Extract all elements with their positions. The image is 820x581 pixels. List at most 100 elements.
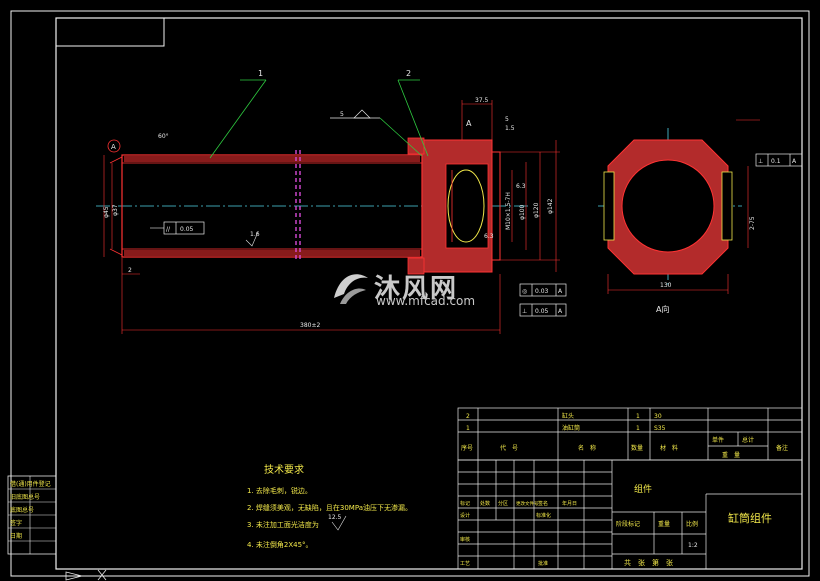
bom-header: 总计 [742,436,754,444]
roughness-symbol [245,231,259,247]
bom-name: 油缸筒 [562,424,580,432]
svg-text:0.05: 0.05 [180,226,194,233]
tech-roughness-symbol [331,515,347,531]
tolerance-frame-parallel: // 0.05 [150,221,205,235]
dim-length-total: 380±2 [300,322,320,329]
bom-header: 名 称 [578,444,596,452]
sig-col: 处数 [480,500,490,507]
bom-table [457,407,803,461]
view-a-bottom-label: A向 [656,304,669,314]
bom-no: 2 [466,413,470,420]
bom-no: 1 [466,425,470,432]
title-stage: 阶段标记 [616,520,640,528]
sig-approve: 批准 [538,560,548,567]
side-strip-label: 签字 [10,519,22,527]
end-view [598,119,760,294]
svg-text:A: A [558,288,563,295]
dim-outer: φ45 [103,206,110,218]
title-weight: 重量 [658,520,670,528]
weld-size: 5 [340,111,344,118]
sig-standardize: 标准化 [536,512,551,519]
title-scale-label: 比例 [686,520,698,528]
tech-roughness-note: 12.5 [328,514,342,521]
title-scale-value: 1:2 [688,542,698,549]
side-strip-label: 底图总号 [10,506,34,514]
tech-item: 3. 未注加工面光洁度为 [247,520,319,529]
callout-2: 2 [406,69,411,78]
roughness-b: 6.3 [516,183,526,190]
tech-item: 1. 去除毛刺，锐边。 [247,486,312,495]
dim-d100: φ100 [519,204,526,220]
svg-text://: // [166,226,171,233]
dim-flange-5: 5 [505,116,509,123]
inner-frame [55,17,803,570]
dimensions-main [103,100,560,334]
sig-col: 分区 [498,500,508,507]
svg-text:◎: ◎ [522,288,527,295]
side-strip-label: 日期 [10,532,22,540]
view-a-label: A [466,119,472,128]
title-drawing-name: 缸筒组件 [728,511,772,525]
tech-item: 4. 未注倒角2X45°。 [247,540,313,549]
corner-code-box [55,17,165,47]
bom-material: 30 [654,413,662,420]
sig-row: 设计 [460,512,470,519]
weld-symbol [330,109,423,157]
bom-header: 序号 [461,444,473,452]
bom-header: 材 料 [660,444,678,452]
tolerance-frame-perp-2: ⊥ 0.1 A [755,153,803,167]
bom-header: 代 号 [500,444,518,452]
dim-view-height: 2-75 [749,216,756,230]
svg-text:⊥: ⊥ [758,158,763,165]
sig-col: 标记 [460,500,470,507]
dim-thread: M10×1.5-7H [505,192,512,230]
watermark-url: www.mfcad.com [376,294,476,308]
bom-qty: 1 [636,425,640,432]
svg-text:0.03: 0.03 [535,288,549,295]
dim-chamfer: 60° [158,133,169,140]
part-callouts: 1 2 [209,69,429,159]
tech-item: 2. 焊缝须美观，无缺陷，且在30MPa油压下无渗漏。 [247,503,412,512]
watermark-name: 沐风网 [374,274,459,304]
dim-flange-37: 37.5 [475,97,489,104]
title-sheets: 共 张 第 张 [624,558,673,567]
sig-col: 签名 [538,500,548,507]
svg-text:A: A [558,308,563,315]
tech-title: 技术要求 [264,463,304,476]
dim-view-width: 130 [660,282,672,289]
svg-text:0.1: 0.1 [771,158,781,165]
bom-header: 重 量 [722,451,740,459]
side-strip-label: 旧底图总号 [10,493,40,501]
tolerance-frame-perp-1: ⊥ 0.05 A [519,303,567,317]
svg-text:0.05: 0.05 [535,308,549,315]
tech-requirements: 技术要求 1. 去除毛刺，锐边。 2. 焊缝须美观，无缺陷，且在30MPa油压下… [247,463,412,549]
svg-text:⊥: ⊥ [522,308,527,315]
bom-name: 缸头 [562,412,574,420]
bottom-marks [65,569,107,581]
cylinder-section [96,137,530,275]
dim-d120: φ120 [533,202,540,218]
callout-1: 1 [258,69,263,78]
bom-header: 数量 [631,444,643,452]
roughness-a: 1.6 [250,231,260,238]
side-strip-label: 借(通)用件登记 [10,480,51,488]
outer-border [10,10,810,577]
bom-header: 单件 [712,436,724,444]
bom-qty: 1 [636,413,640,420]
title-assembly: 组件 [634,483,652,495]
bom-material: S35 [654,425,666,432]
sig-col: 更改文件号 [516,500,539,507]
datum-a-marker [107,139,121,153]
bom-header: 备注 [776,444,788,452]
svg-text:A: A [792,158,797,165]
tolerance-frame-coaxial: ◎ 0.03 A [519,283,567,297]
dim-gap: 2 [128,267,132,274]
sig-row: 工艺 [460,561,470,567]
sig-col: 年月日 [562,500,577,507]
dim-flange-15: 1.5 [505,125,515,132]
watermark-logo-icon [334,274,368,304]
datum-a-label: A [111,143,116,151]
roughness-c: 6.3 [484,233,494,240]
side-strip: 借(通)用件登记 旧底图总号 底图总号 签字 日期 [7,475,57,555]
